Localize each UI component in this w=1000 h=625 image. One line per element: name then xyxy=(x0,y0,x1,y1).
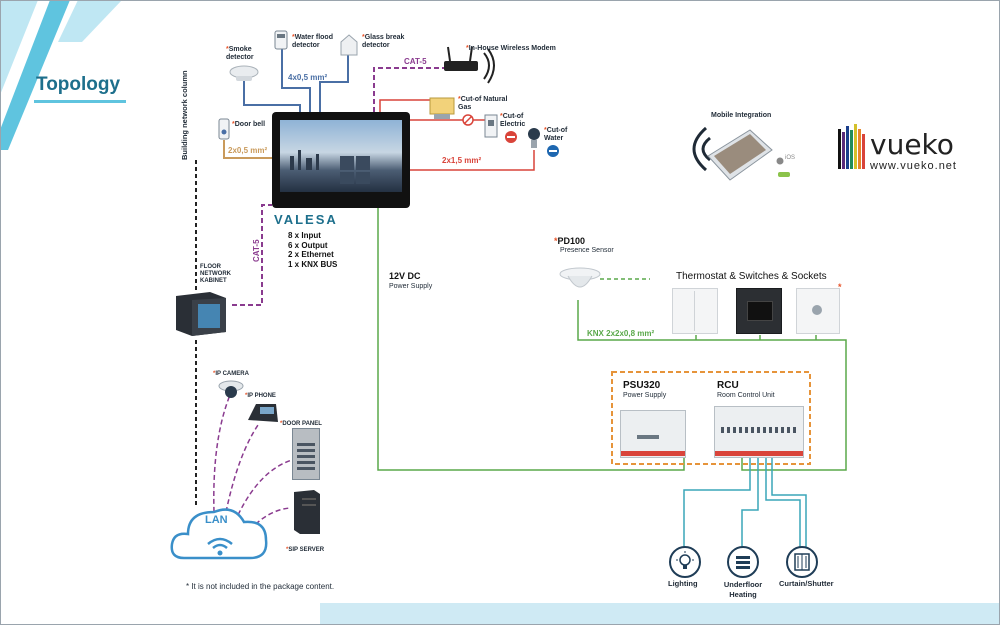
thermostat-screen xyxy=(747,301,773,321)
vueko-logo-mark xyxy=(838,124,868,174)
rcu-sub: Room Control Unit xyxy=(717,392,775,399)
vueko-site: www.vueko.net xyxy=(870,160,957,172)
glass-break-device xyxy=(340,34,358,61)
vueko-logo-text: vueko xyxy=(870,128,954,161)
no-electric-icon xyxy=(504,130,518,149)
psu-red-strip xyxy=(621,451,685,456)
spec-ethernet: 2 x Ethernet xyxy=(288,250,334,259)
pd100-title: *PD100 xyxy=(554,236,586,246)
footnote: * It is not included in the package cont… xyxy=(186,582,335,591)
door-bell-label: *Door bell xyxy=(232,121,266,128)
thermostat-title: Thermostat & Switches & Sockets xyxy=(676,271,827,282)
water-label: *Cut-of Water xyxy=(544,127,568,142)
curtain-label: Curtain/Shutter xyxy=(779,579,834,588)
ip-camera-label: *IP CAMERA xyxy=(213,371,249,377)
mobile-label: Mobile Integration xyxy=(711,112,772,119)
lighting-icon xyxy=(669,546,701,578)
psu-sub: Power Supply xyxy=(623,392,667,399)
switch-device xyxy=(672,288,718,334)
valesa-logo: VALESA xyxy=(274,212,338,227)
ip-camera-device xyxy=(218,380,244,405)
water-flood-label: *Water flood detector xyxy=(292,34,333,49)
wire-label-cat5-top: CAT-5 xyxy=(404,57,427,66)
electric-breaker-device xyxy=(484,114,498,143)
glass-break-label: *Glass break detector xyxy=(362,34,405,49)
door-panel-keypad xyxy=(297,443,315,471)
curtain-shutter-icon xyxy=(786,546,818,578)
apple-icon xyxy=(776,152,784,170)
underfloor-heating-icon xyxy=(727,546,759,578)
socket-device xyxy=(796,288,840,334)
panel-specs: 8 x Input 6 x Output 2 x Ethernet 1 x KN… xyxy=(288,231,337,269)
ip-phone-device xyxy=(246,400,280,431)
sip-server-label: *SIP SERVER xyxy=(286,547,325,553)
rcu-title: RCU xyxy=(717,380,739,391)
psu320-device xyxy=(620,410,686,458)
rcu-terminals xyxy=(721,427,797,433)
modem-label: *In-House Wireless Modem xyxy=(466,45,556,52)
natural-gas-label: *Cut-of Natural Gas xyxy=(458,96,508,111)
no-water-icon xyxy=(546,144,560,163)
rcu-device xyxy=(714,406,804,458)
title-underline xyxy=(34,100,126,103)
page-title: Topology xyxy=(36,74,121,95)
panel-screen xyxy=(280,120,402,192)
socket-star: * xyxy=(838,282,842,292)
mobile-phone-device xyxy=(706,128,774,187)
spec-output: 6 x Output xyxy=(288,240,328,250)
socket-hole xyxy=(812,305,822,315)
wire-label-2x15: 2x1,5 mm² xyxy=(442,156,482,165)
wire-label-knx: KNX 2x2x0,8 mm² xyxy=(587,329,655,338)
spec-input: 8 x Input xyxy=(288,231,321,240)
pd100-sub: Presence Sensor xyxy=(560,247,614,254)
network-cabinet-device xyxy=(172,288,230,343)
lan-cloud xyxy=(170,500,270,567)
android-icon xyxy=(777,165,791,183)
underfloor-label: Underfloor Heating xyxy=(723,580,763,599)
presence-sensor-device xyxy=(558,266,602,301)
power-title: 12V DC xyxy=(389,271,421,281)
water-flood-device xyxy=(274,30,288,55)
sip-server-device xyxy=(290,488,322,541)
thermostat-device xyxy=(736,288,782,334)
power-sub: Power Supply xyxy=(389,283,433,290)
smoke-detector-device xyxy=(228,64,260,89)
ip-phone-label: *IP PHONE xyxy=(245,393,276,399)
water-valve-device xyxy=(526,126,542,155)
electric-label: *Cut-of Electric xyxy=(500,113,526,128)
gas-valve-device xyxy=(428,96,456,127)
rcu-red-strip xyxy=(715,451,803,456)
lighting-label: Lighting xyxy=(668,579,698,588)
psu-leds xyxy=(637,435,659,439)
decorative-stripes xyxy=(0,0,122,150)
door-panel-label: *DOOR PANEL xyxy=(280,421,322,427)
smoke-detector-label: *Smoke detector xyxy=(226,46,254,61)
spec-knx: 1 x KNX BUS xyxy=(288,259,338,269)
valesa-touch-panel xyxy=(272,112,410,208)
floor-cabinet-label: FLOOR NETWORK KABINET xyxy=(200,264,231,284)
psu-title: PSU320 xyxy=(623,380,661,391)
wireless-modem-device xyxy=(440,45,498,90)
door-bell-device xyxy=(218,118,230,145)
ios-label: iOS xyxy=(785,155,796,161)
switch-divider xyxy=(694,291,695,331)
wire-label-2x05: 2x0,5 mm² xyxy=(228,146,268,155)
wire-label-4x05: 4x0,5 mm² xyxy=(288,73,328,82)
bottom-bar xyxy=(320,603,1000,625)
lan-label: LAN xyxy=(205,514,228,526)
no-gas-icon xyxy=(462,113,474,131)
wifi-signal-icon xyxy=(676,124,712,179)
door-panel-device xyxy=(292,428,320,480)
